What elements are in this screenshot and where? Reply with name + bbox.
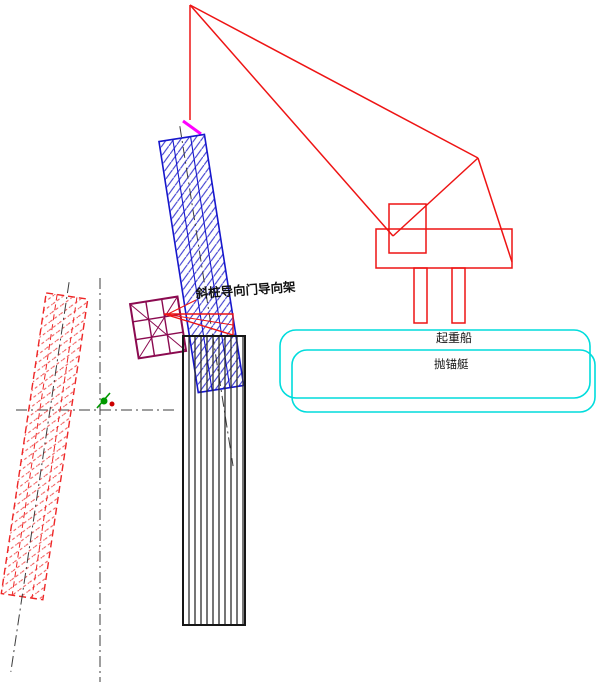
crane-boom-bottom-chord [189, 4, 394, 237]
inclined-pile-red-dashed [0, 282, 89, 672]
crane-leg-right [451, 267, 466, 324]
pivot-point-red [109, 401, 115, 407]
guide-frame-brace-2 [138, 296, 178, 359]
guide-bracket [163, 299, 234, 336]
crane-boom-heel [392, 157, 479, 237]
bracket-inner-line [163, 313, 234, 326]
pivot-point-green [100, 397, 108, 405]
pile-blue-axis [179, 126, 234, 467]
guide-frame [128, 295, 188, 360]
anchor-boat-label: 抛锚艇 [434, 357, 469, 371]
label-leader-line [165, 299, 197, 316]
crane-boom-top-chord [189, 4, 479, 159]
guide-frame-post-2 [160, 298, 171, 354]
crane-body [375, 228, 513, 269]
pile-red-rail-right [31, 297, 78, 599]
crane-mast-stay [477, 157, 513, 263]
pivot-marker [96, 392, 115, 409]
guide-frame-rung-2 [135, 331, 184, 341]
guide-frame-post-1 [145, 301, 156, 357]
pile-red-axis [10, 282, 70, 672]
guide-frame-body [128, 295, 188, 360]
guide-frame-label: 斜桩导向门导向架 [194, 279, 296, 301]
crane-leg-left [413, 267, 428, 324]
pile-red-body [0, 292, 89, 601]
crane-barge-hull [279, 329, 591, 399]
crane-outline [189, 4, 513, 324]
casing-body [182, 335, 246, 626]
anchor-boat-hull [291, 349, 596, 413]
hoist-tip-mark [182, 119, 202, 136]
casing-column [182, 335, 246, 626]
crane-barge-label: 起重船 [436, 331, 472, 345]
vessels [279, 329, 596, 413]
pile-red-rail-left [11, 294, 58, 596]
